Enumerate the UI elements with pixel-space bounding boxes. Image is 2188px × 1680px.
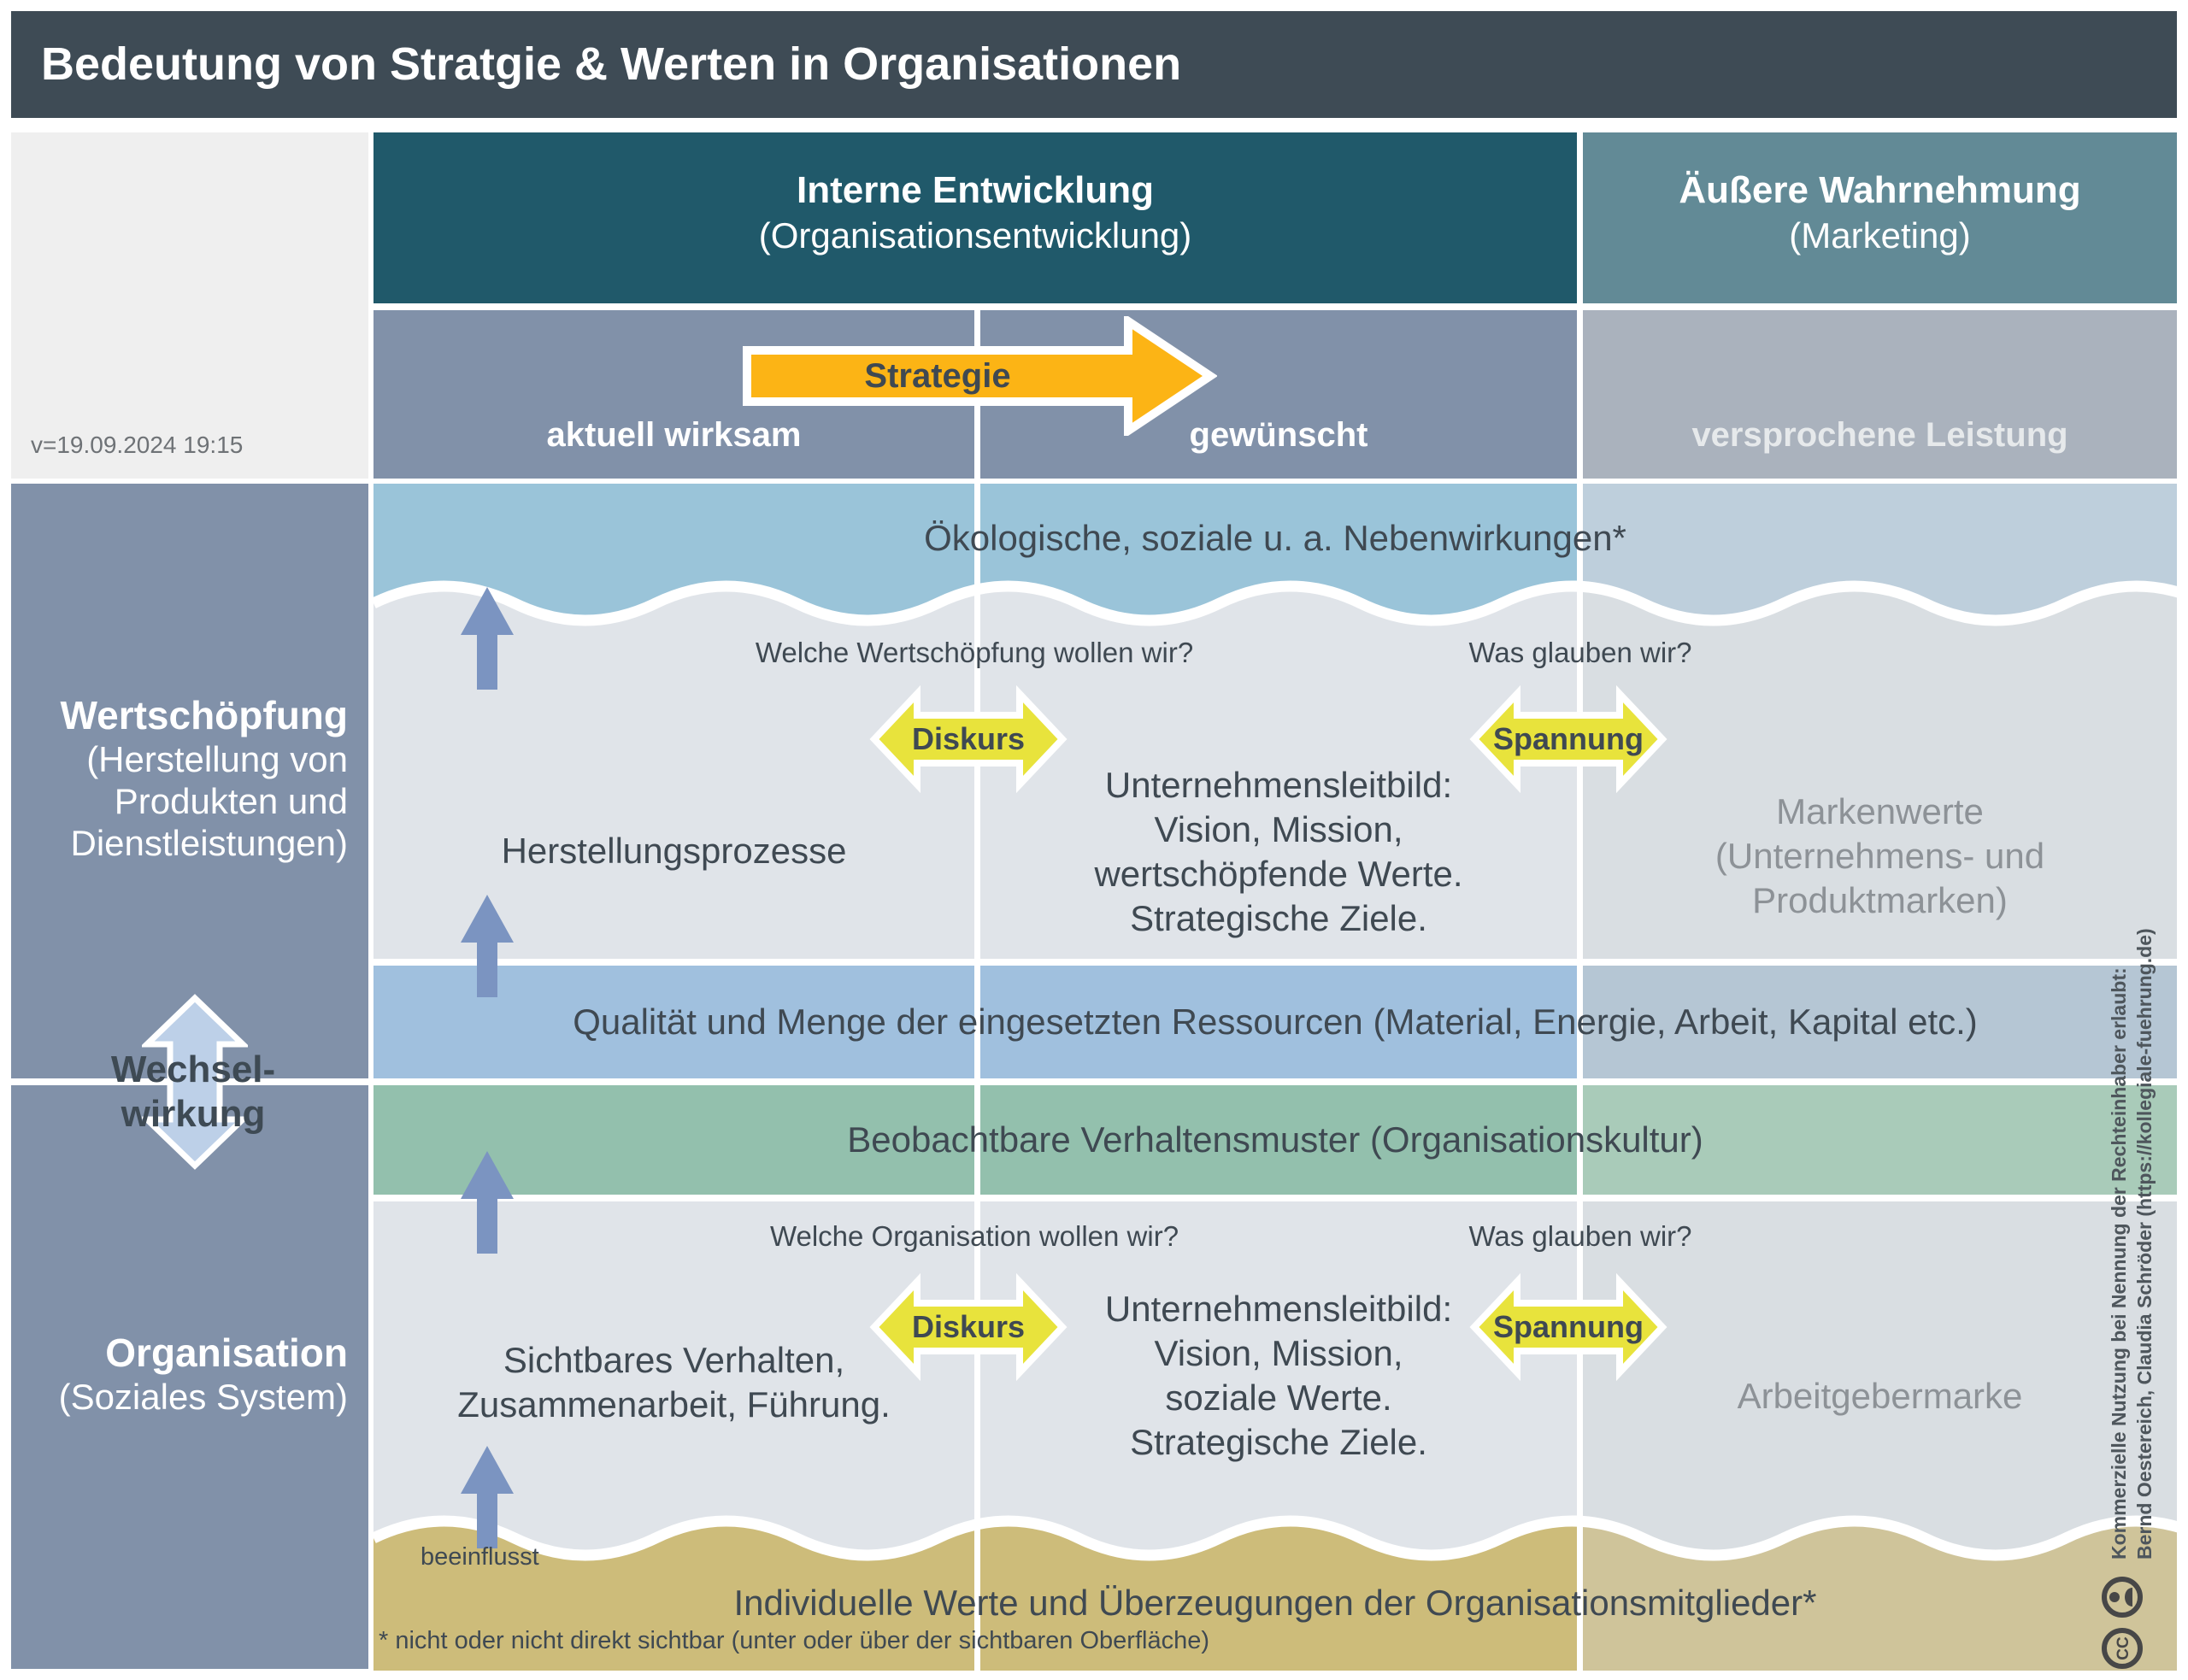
label-versprochene-leistung: versprochene Leistung [1691,416,2068,454]
wave-lower-col2 [980,1201,1577,1671]
arbeitgebermarke-label: Arbeitgebermarke [1737,1376,2023,1416]
up-arrow-icon-2 [461,895,514,997]
culture-band-label: Beobachtbare Verhaltensmuster (Organisat… [847,1119,1703,1160]
up-arrow-icon-3 [461,1151,514,1254]
leitbild-lower-line-4: Strategische Ziele. [1130,1422,1427,1462]
leitbild-upper-block: Unternehmensleitbild: Vision, Mission, w… [980,763,1577,941]
wechselwirkung-line-1: Wechsel- [110,1049,276,1090]
label-aktuell-wirksam: aktuell wirksam [546,416,802,454]
copyright-line-1: Kommerzielle Nutzung bei Nennung der Rec… [2108,967,2130,1560]
resources-band-col3 [1583,966,2177,1078]
resources-band-col1 [373,966,974,1078]
strategy-cell-promised [1583,310,2177,479]
up-arrow-icon-4 [461,1446,514,1548]
title-bar [11,11,2177,118]
wave-upper-col1 [373,484,974,959]
value-question-right: Was glauben wir? [1468,637,1692,668]
left-axis-organisation-cell [11,1085,368,1669]
leitbild-upper-line-3: wertschöpfende Werte. [1094,854,1463,894]
organisation-subtitle: (Soziales System) [58,1377,348,1417]
culture-band-col2 [980,1085,1577,1195]
leitbild-upper-line-2: Vision, Mission, [1154,809,1403,849]
version-label: v=19.09.2024 19:15 [31,432,244,458]
herstellungsprozesse-label: Herstellungsprozesse [501,831,847,871]
spannung-label-lower: Spannung [1493,1309,1644,1344]
left-axis-value-cell [11,484,368,1078]
wave-lower-col1 [373,1201,974,1671]
diskurs-arrow-icon-upper [869,684,1068,794]
organisation-title: Organisation [105,1330,348,1375]
header-external-cell [1583,132,2177,303]
sichtbares-line-2: Zusammenarbeit, Führung. [457,1384,891,1424]
wertschoepfung-title: Wertschöpfung [60,693,348,737]
wave-upper-col2 [980,484,1577,959]
header-internal-title: Interne Entwicklung [796,169,1155,211]
header-internal-subtitle: (Organisationsentwicklung) [758,215,1192,256]
org-question-left: Welche Organisation wollen wir? [769,1220,1179,1252]
wechselwirkung-label: Wechsel- wirkung [82,1048,304,1137]
svg-text:CC: CC [2114,1636,2132,1660]
org-question-right: Was glauben wir? [1468,1220,1692,1252]
strategie-arrow-icon [743,316,1217,436]
individual-values-label: Individuelle Werte und Überzeugungen der… [733,1583,1817,1623]
leitbild-upper-line-4: Strategische Ziele. [1130,898,1427,938]
leitbild-upper-line-1: Unternehmensleitbild: [1104,765,1453,805]
wertschoepfung-sub-3: Dienstleistungen) [70,823,348,863]
markenwerte-line-2: (Unternehmens- und [1715,836,2045,876]
leitbild-lower-line-2: Vision, Mission, [1154,1333,1403,1373]
wechselwirkung-line-2: wirkung [121,1093,266,1135]
copyright-block: Kommerzielle Nutzung bei Nennung der Rec… [2106,893,2161,1560]
corner-cell [11,132,368,479]
markenwerte-line-1: Markenwerte [1776,791,1984,831]
spannung-label-upper: Spannung [1493,721,1644,756]
cc-attribution-icon [2102,1577,2143,1618]
header-internal-cell [373,132,1577,303]
spannung-arrow-icon-upper [1469,684,1667,794]
culture-band-col3 [1583,1085,2177,1195]
label-gewuenscht: gewünscht [1189,416,1368,454]
page-title: Bedeutung von Stratgie & Werten in Organ… [41,38,1182,90]
leitbild-lower-block: Unternehmensleitbild: Vision, Mission, s… [980,1287,1577,1465]
header-external-title: Äußere Wahrnehmung [1679,169,2081,211]
leitbild-lower-line-3: soziale Werte. [1165,1377,1392,1418]
value-question-left: Welche Wertschöpfung wollen wir? [755,637,1194,668]
diskurs-arrow-icon-lower [869,1272,1068,1382]
spannung-arrow-icon-lower [1469,1272,1667,1382]
diskurs-label-lower: Diskurs [911,1309,1026,1344]
up-arrow-icon-1 [461,587,514,690]
resources-band-label: Qualität und Menge der eingesetzten Ress… [573,1002,1978,1042]
cc-license-icon: CC [2102,1628,2143,1669]
copyright-line-2: Bernd Oestereich, Claudia Schröder (http… [2133,928,2156,1560]
leitbild-lower-line-1: Unternehmensleitbild: [1104,1289,1453,1329]
resources-band-col2 [980,966,1577,1078]
diskurs-label-upper: Diskurs [911,721,1026,756]
footnote-label: * nicht oder nicht direkt sichtbar (unte… [379,1627,1209,1654]
markenwerte-line-3: Produktmarken) [1752,880,2008,920]
strategie-arrow-label: Strategie [864,356,1011,395]
wave-upper-col3 [1583,484,2177,959]
header-external-subtitle: (Marketing) [1789,215,1971,256]
side-effects-label: Ökologische, soziale u. a. Nebenwirkunge… [924,518,1626,558]
sichtbares-line-1: Sichtbares Verhalten, [503,1340,845,1380]
left-axis-organisation-label: Organisation (Soziales System) [11,1330,348,1418]
wechselwirkung-arrow-icon [142,994,248,1170]
sichtbares-verhalten-block: Sichtbares Verhalten, Zusammenarbeit, Fü… [373,1338,974,1427]
wave-lower-col3 [1583,1201,2177,1671]
markenwerte-block: Markenwerte (Unternehmens- und Produktma… [1583,790,2177,923]
left-axis-value-label: Wertschöpfung (Herstellung von Produkten… [11,692,348,864]
wertschoepfung-sub-1: (Herstellung von [86,739,348,779]
beeinflusst-label: beeinflusst [421,1543,539,1571]
wertschoepfung-sub-2: Produkten und [114,781,348,821]
